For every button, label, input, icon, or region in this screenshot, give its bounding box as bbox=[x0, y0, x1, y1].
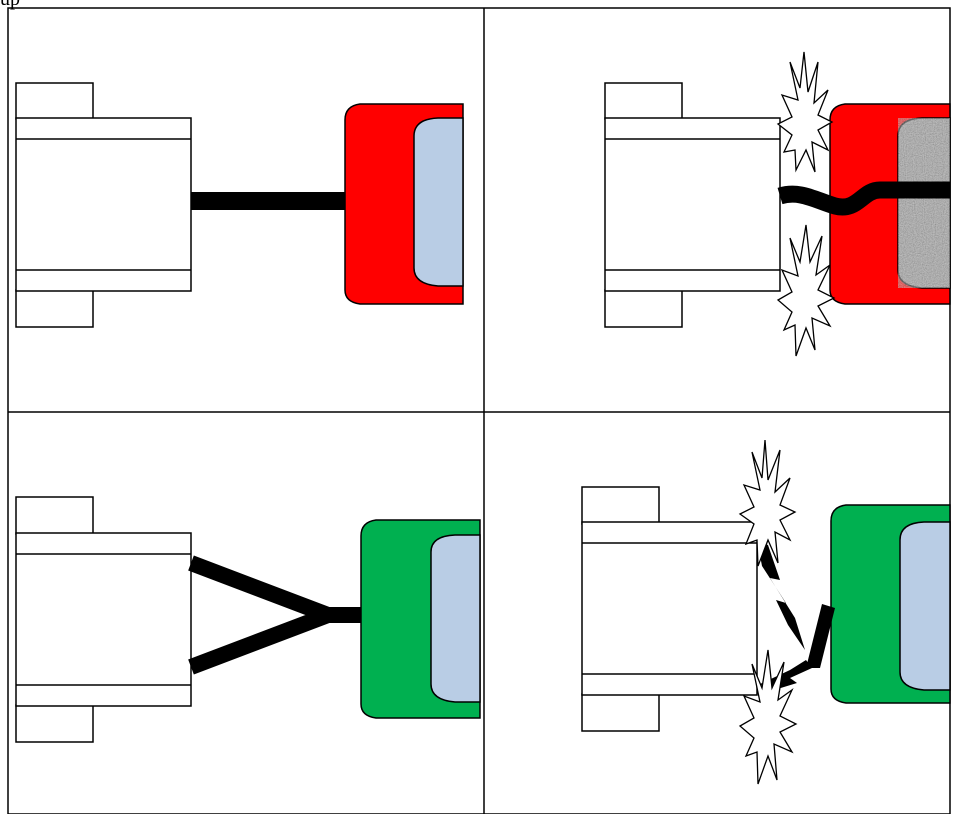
red-cup bbox=[829, 103, 951, 305]
bracket-body bbox=[15, 117, 192, 292]
bracket-body bbox=[581, 521, 758, 696]
smooth-pad bbox=[899, 521, 951, 691]
forked-link bbox=[188, 555, 366, 675]
bracket-bottom-tab bbox=[15, 704, 94, 743]
spark-burst-upper bbox=[776, 51, 834, 173]
bracket-block bbox=[581, 486, 758, 732]
bracket-bottom-tab bbox=[581, 693, 660, 732]
panel-bottom-right bbox=[581, 439, 951, 785]
green-cup bbox=[360, 519, 481, 719]
bracket-top-tab bbox=[604, 82, 683, 120]
panel-grid bbox=[7, 7, 951, 814]
bracket-top-tab bbox=[581, 486, 660, 525]
grid-outer-border bbox=[7, 7, 951, 814]
spark-burst-lower bbox=[738, 649, 798, 785]
bracket-body bbox=[604, 117, 781, 292]
wavy-link bbox=[777, 181, 950, 216]
bracket-body bbox=[15, 532, 192, 707]
smooth-pad bbox=[430, 534, 481, 703]
panel-top-left bbox=[15, 82, 464, 328]
bracket-top-tab bbox=[15, 496, 94, 535]
bracket-block bbox=[15, 496, 192, 743]
straight-link bbox=[191, 192, 351, 210]
panel-top-right bbox=[604, 51, 951, 357]
bracket-block bbox=[604, 82, 781, 328]
spark-burst-upper bbox=[738, 439, 797, 567]
bracket-block bbox=[15, 82, 192, 328]
broken-link-upper-shard bbox=[757, 540, 805, 650]
red-cup bbox=[344, 103, 464, 305]
panel-bottom-left bbox=[15, 496, 481, 743]
bracket-bottom-tab bbox=[604, 289, 683, 328]
broken-link-stub bbox=[806, 604, 835, 668]
green-cup bbox=[830, 504, 951, 704]
fork-arms bbox=[188, 555, 351, 675]
smooth-pad bbox=[413, 117, 464, 287]
bracket-bottom-tab bbox=[15, 289, 94, 328]
spark-burst-lower bbox=[776, 224, 836, 357]
rough-pad-texture bbox=[898, 118, 950, 288]
header-text: up bbox=[0, 0, 20, 11]
bracket-top-tab bbox=[15, 82, 94, 120]
